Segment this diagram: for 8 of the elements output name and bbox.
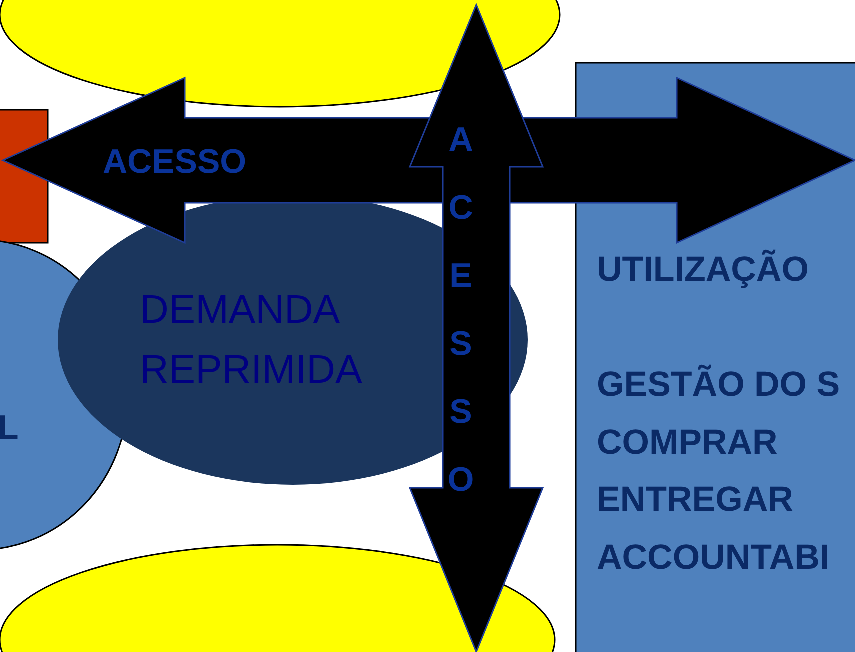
shape-label: ACESSO bbox=[103, 142, 247, 183]
shape-label: L bbox=[0, 408, 19, 448]
shape-label: GESTÃO DO S bbox=[597, 364, 840, 406]
shape-label: COMPRAR bbox=[597, 422, 778, 464]
vertical-label: A C E S S O bbox=[446, 120, 476, 501]
shape-label: ENTREGAR bbox=[597, 479, 794, 521]
shape-label: ACCOUNTABI bbox=[597, 537, 830, 579]
shape-label: UTILIZAÇÃO bbox=[597, 248, 809, 291]
